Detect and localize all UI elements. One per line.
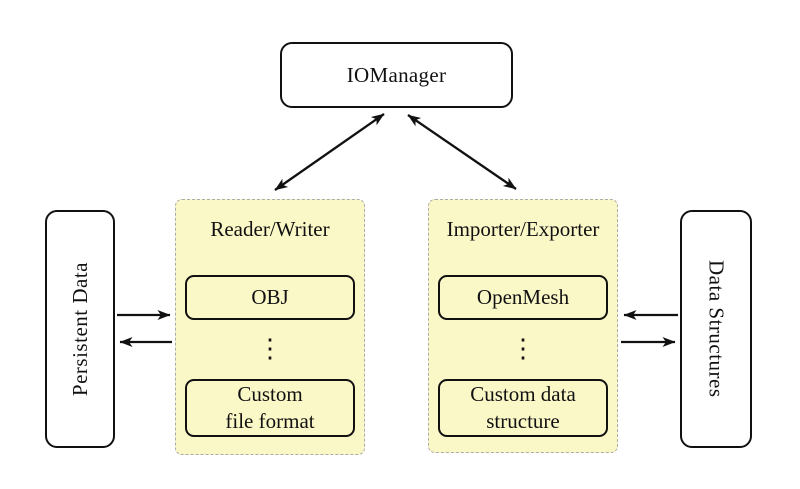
data-structures-box: Data Structures (680, 210, 752, 448)
custom-data-structure-box: Custom data structure (438, 379, 608, 437)
arrow-iomanager-reader-writer (274, 113, 385, 191)
persistent-data-label: Persistent Data (67, 261, 92, 397)
persistent-data-box: Persistent Data (45, 210, 115, 448)
reader-writer-ellipsis: ⋮ (257, 334, 283, 363)
custom-file-format-box: Custom file format (185, 379, 355, 437)
arrow-iomanager-importer-exporter (407, 114, 517, 190)
importer-exporter-ellipsis: ⋮ (510, 334, 536, 363)
importer-exporter-title: Importer/Exporter (446, 217, 600, 241)
reader-writer-title: Reader/Writer (210, 217, 330, 241)
data-structures-label: Data Structures (704, 260, 729, 398)
iomanager-label: IOManager (346, 62, 447, 87)
importer-exporter-panel: Importer/Exporter OpenMesh ⋮ Custom data… (428, 199, 618, 453)
iomanager-box: IOManager (280, 42, 513, 108)
reader-writer-panel: Reader/Writer OBJ ⋮ Custom file format (175, 199, 365, 455)
openmesh-box: OpenMesh (438, 275, 608, 320)
obj-box: OBJ (185, 275, 355, 320)
